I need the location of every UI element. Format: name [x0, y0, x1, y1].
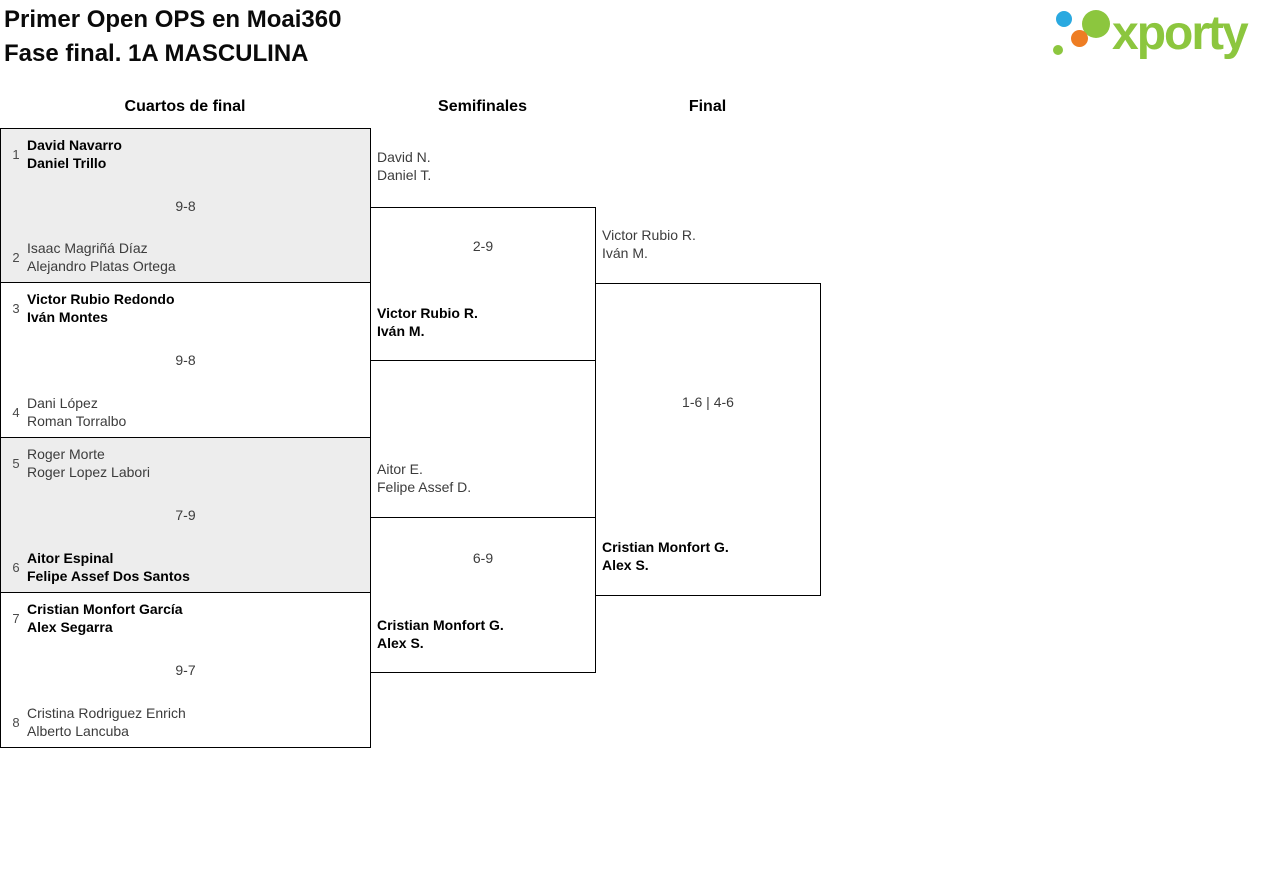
seed-number: 6 [12, 559, 20, 575]
qf-match-1[interactable]: 1 David Navarro Daniel Trillo 9-8 2 Isaa… [0, 128, 371, 283]
sf1-score: 2-9 [472, 238, 494, 254]
sf2-team-bottom: Cristian Monfort G. Alex S. [377, 616, 504, 652]
player-name: Alex S. [377, 635, 424, 651]
round-header-quarterfinals: Cuartos de final [124, 98, 246, 115]
player-name: Dani López [27, 395, 98, 411]
seed-number: 8 [12, 714, 20, 730]
qf1-score: 9-8 [175, 197, 196, 214]
player-name: Iván M. [602, 245, 648, 261]
seed-number: 4 [12, 404, 20, 420]
player-name: Aitor E. [377, 461, 423, 477]
sf2-score: 6-9 [472, 550, 494, 566]
qf4-team-bottom: 8 Cristina Rodriguez Enrich Alberto Lanc… [5, 704, 186, 740]
qf2-team-top: 3 Victor Rubio Redondo Iván Montes [5, 290, 175, 326]
qf-match-3[interactable]: 5 Roger Morte Roger Lopez Labori 7-9 6 A… [0, 437, 371, 593]
qf1-team-bottom: 2 Isaac Magriñá Díaz Alejandro Platas Or… [5, 239, 176, 275]
final-team-top: Victor Rubio R. Iván M. [602, 226, 696, 262]
sf2-team-top: Aitor E. Felipe Assef D. [377, 460, 471, 496]
player-name: Iván M. [377, 323, 425, 339]
player-name: Alejandro Platas Ortega [27, 258, 176, 274]
player-name: Roger Lopez Labori [27, 464, 150, 480]
seed-number: 2 [12, 249, 20, 265]
round-header-semifinals: Semifinales [438, 98, 527, 115]
sf1-team-top: David N. Daniel T. [377, 148, 431, 184]
sf1-team-bottom: Victor Rubio R. Iván M. [377, 304, 478, 340]
qf3-team-top: 5 Roger Morte Roger Lopez Labori [5, 445, 150, 481]
logo-dot-orange-icon [1071, 30, 1088, 47]
seed-number: 5 [12, 455, 20, 471]
qf3-team-bottom: 6 Aitor Espinal Felipe Assef Dos Santos [5, 549, 190, 585]
player-name: David Navarro [27, 137, 122, 153]
player-name: Alex Segarra [27, 619, 113, 635]
seed-number: 3 [12, 300, 20, 316]
qf-match-2[interactable]: 3 Victor Rubio Redondo Iván Montes 9-8 4… [0, 282, 371, 438]
round-header-final: Final [688, 98, 727, 115]
qf-match-4[interactable]: 7 Cristian Monfort García Alex Segarra 9… [0, 592, 371, 748]
qf2-team-bottom: 4 Dani López Roman Torralbo [5, 394, 126, 430]
seed-number: 1 [12, 146, 20, 162]
player-name: Iván Montes [27, 309, 108, 325]
qf4-team-top: 7 Cristian Monfort García Alex Segarra [5, 600, 183, 636]
player-name: Cristian Monfort García [27, 601, 183, 617]
player-name: Victor Rubio R. [377, 305, 478, 321]
seed-number: 7 [12, 610, 20, 626]
final-match[interactable]: 1-6 | 4-6 [595, 283, 821, 596]
player-name: Daniel Trillo [27, 155, 107, 171]
player-name: Felipe Assef Dos Santos [27, 568, 190, 584]
player-name: Alberto Lancuba [27, 723, 129, 739]
qf1-team-top: 1 David Navarro Daniel Trillo [5, 136, 122, 172]
player-name: Roman Torralbo [27, 413, 127, 429]
player-name: David N. [377, 149, 431, 165]
logo-wordmark: xporty [1112, 7, 1249, 60]
player-name: Victor Rubio Redondo [27, 291, 175, 307]
player-name: Cristian Monfort G. [377, 617, 504, 633]
sf-match-1[interactable]: 2-9 [370, 207, 596, 361]
player-name: Felipe Assef D. [377, 479, 472, 495]
xporty-logo: xporty [1050, 2, 1280, 66]
final-team-bottom: Cristian Monfort G. Alex S. [602, 538, 729, 574]
logo-dot-green-small-icon [1053, 45, 1063, 55]
final-score: 1-6 | 4-6 [682, 394, 734, 410]
player-name: Roger Morte [27, 446, 105, 462]
player-name: Aitor Espinal [27, 550, 114, 566]
qf4-score: 9-7 [175, 662, 196, 678]
logo-dot-blue-icon [1056, 11, 1072, 27]
player-name: Cristian Monfort G. [602, 539, 729, 555]
page-title-line1: Primer Open OPS en Moai360 [4, 6, 342, 33]
qf2-score: 9-8 [175, 352, 196, 368]
player-name: Cristina Rodriguez Enrich [27, 705, 186, 721]
page-title-line2: Fase final. 1A MASCULINA [4, 40, 309, 67]
player-name: Daniel T. [377, 167, 432, 183]
player-name: Isaac Magriñá Díaz [27, 240, 148, 256]
player-name: Victor Rubio R. [602, 227, 696, 243]
player-name: Alex S. [602, 557, 649, 573]
qf3-score: 7-9 [175, 507, 196, 523]
